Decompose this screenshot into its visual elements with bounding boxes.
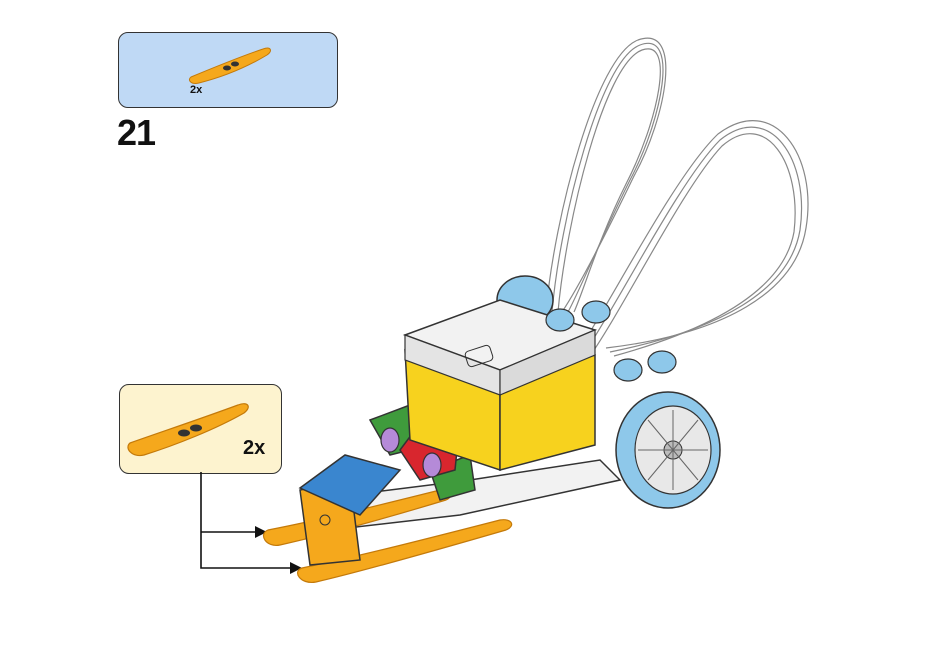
lavender-cone-icon [380, 427, 400, 453]
arrow-head-icon [255, 526, 267, 538]
callout-quantity: 2x [243, 437, 266, 459]
callout-parts-box: 2x [119, 384, 282, 474]
step-number: 21 [117, 112, 156, 153]
orange-ski-plate-icon [188, 47, 271, 84]
parts-list-box: 2x [118, 32, 338, 108]
orange-ski-plate-icon [127, 403, 249, 457]
lavender-cone-icon [422, 452, 442, 478]
arrow-head-icon [290, 562, 302, 574]
cable-icon [545, 37, 809, 357]
blue-wedge-icon [298, 454, 402, 516]
sensor-icon [545, 300, 677, 382]
parts-quantity: 2x [190, 84, 203, 96]
callout-arrows [200, 472, 290, 569]
